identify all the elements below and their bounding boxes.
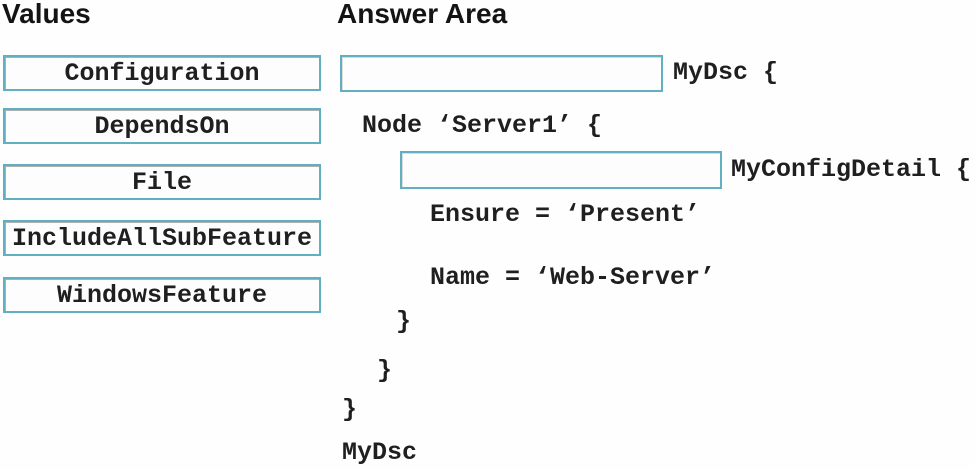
answer-area-title: Answer Area bbox=[337, 0, 508, 29]
code-text-close-brace-outer: } bbox=[342, 395, 358, 424]
code-text-myconfigdetail-open: MyConfigDetail { bbox=[731, 155, 972, 184]
values-panel-title: Values bbox=[2, 0, 91, 29]
value-chip-label: DependsOn bbox=[94, 111, 230, 141]
value-chip-includeallsubfeature[interactable]: IncludeAllSubFeature bbox=[3, 220, 321, 256]
value-chip-windowsfeature[interactable]: WindowsFeature bbox=[3, 277, 321, 313]
code-text-name-webserver: Name = ‘Web-Server’ bbox=[430, 263, 716, 292]
code-text-close-brace-middle: } bbox=[377, 356, 393, 385]
drop-target-resource-slot[interactable] bbox=[400, 151, 722, 189]
value-chip-label: Configuration bbox=[64, 58, 260, 88]
code-text-mydsc-invocation: MyDsc bbox=[342, 438, 418, 467]
code-text-node-server1: Node ‘Server1’ { bbox=[362, 111, 603, 140]
value-chip-dependson[interactable]: DependsOn bbox=[3, 108, 321, 144]
code-text-close-brace-inner: } bbox=[396, 307, 412, 336]
code-text-ensure-present: Ensure = ‘Present’ bbox=[430, 200, 701, 229]
value-chip-label: IncludeAllSubFeature bbox=[11, 223, 313, 253]
value-chip-configuration[interactable]: Configuration bbox=[3, 55, 321, 91]
code-text-mydsc-open: MyDsc { bbox=[673, 58, 779, 87]
value-chip-label: WindowsFeature bbox=[56, 280, 268, 310]
value-chip-label: File bbox=[131, 167, 192, 197]
value-chip-file[interactable]: File bbox=[3, 164, 321, 200]
drop-target-configuration-slot[interactable] bbox=[340, 55, 663, 92]
